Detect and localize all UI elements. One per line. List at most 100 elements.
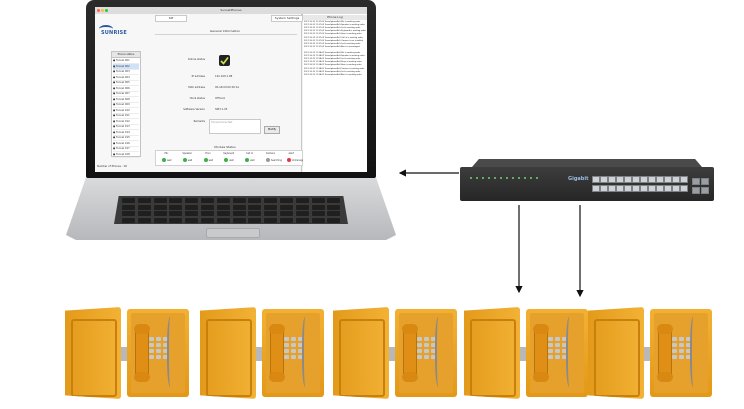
uplink-port[interactable] <box>692 187 700 194</box>
close-window-icon[interactable] <box>97 9 100 12</box>
phone-list-item[interactable]: ● Tunnel 014 <box>113 130 139 136</box>
keypad-key <box>417 337 422 341</box>
keypad-key <box>424 355 429 359</box>
ethernet-port[interactable] <box>656 176 664 183</box>
status-led-icon <box>524 177 526 179</box>
emergency-phone <box>464 301 592 401</box>
ethernet-port[interactable] <box>608 185 616 192</box>
status-dot-icon <box>286 158 291 162</box>
module-status-value: well <box>250 158 255 162</box>
uplink-port[interactable] <box>701 187 709 194</box>
ethernet-port[interactable] <box>648 176 656 183</box>
keypad-key <box>284 343 289 347</box>
keypad-key <box>686 337 691 341</box>
phone-list-item[interactable]: ● Tunnel 017 <box>113 146 139 153</box>
modify-button[interactable]: Modify <box>264 126 280 134</box>
phone-list-item[interactable]: ● Tunnel 015 <box>113 135 139 142</box>
module-status-name: Speaker <box>182 152 192 155</box>
ethernet-port[interactable] <box>640 185 648 192</box>
ethernet-port[interactable] <box>632 176 640 183</box>
status-dot-icon <box>224 158 229 162</box>
keyboard-key <box>264 204 278 210</box>
ethernet-port[interactable] <box>608 176 616 183</box>
phone-list-item[interactable]: ● Tunnel 007 <box>113 91 139 98</box>
phone-list-item[interactable]: ● Tunnel 008 <box>113 97 139 103</box>
status-dot-icon <box>162 158 166 162</box>
ethernet-port[interactable] <box>600 185 608 192</box>
uplink-port[interactable] <box>701 178 709 185</box>
phone-door <box>65 307 121 399</box>
ethernet-port[interactable] <box>656 185 664 192</box>
keypad-key <box>562 355 567 359</box>
keypad-key <box>417 343 422 347</box>
ethernet-port[interactable] <box>632 185 640 192</box>
phone-list-item[interactable]: ● Tunnel 018 <box>113 152 139 158</box>
window-title: SunsetPhones <box>220 8 242 12</box>
touchpad[interactable] <box>206 228 260 238</box>
ethernet-port[interactable] <box>680 176 688 183</box>
keyboard-key <box>169 204 183 210</box>
log-line: 2017-10-13 11:38:02 TunnelphoneNo2:Camer… <box>304 67 365 70</box>
keyboard-key <box>185 204 199 210</box>
phone-list-item[interactable]: ● Tunnel 006 <box>113 86 139 92</box>
ethernet-port[interactable] <box>648 185 656 192</box>
tab-sip[interactable]: SIP <box>155 15 187 22</box>
ethernet-port[interactable] <box>624 176 632 183</box>
switch-logo: Gigabit <box>568 176 589 182</box>
remarks-input[interactable]: Tunnel phone test <box>209 119 261 134</box>
keyboard-key <box>295 211 309 216</box>
ethernet-port[interactable] <box>624 185 632 192</box>
phone-list-item[interactable]: ● Tunnel 011 <box>113 113 139 120</box>
phone-list-item[interactable]: ● Tunnel 010 <box>113 108 139 114</box>
ethernet-port[interactable] <box>672 185 680 192</box>
ethernet-port[interactable] <box>664 176 672 183</box>
keypad-key <box>284 349 289 353</box>
keypad-key <box>562 343 567 347</box>
tab-system-settings[interactable]: System Settings <box>271 15 303 22</box>
keypad-key <box>431 349 436 353</box>
phone-door <box>200 307 256 399</box>
status-led-icon <box>536 177 538 179</box>
keyboard-key <box>248 204 262 210</box>
phone-list-item[interactable]: ● Tunnel 016 <box>113 141 139 147</box>
ethernet-port[interactable] <box>616 176 624 183</box>
phone-list-item[interactable]: ● Tunnel 005 <box>113 80 139 87</box>
phone-list-item[interactable]: ● Tunnel 012 <box>113 119 139 125</box>
phone-housing <box>526 309 588 397</box>
keyboard-key <box>280 217 293 223</box>
ethernet-port[interactable] <box>616 185 624 192</box>
ethernet-port[interactable] <box>664 185 672 192</box>
keypad-key <box>686 355 691 359</box>
maximize-window-icon[interactable] <box>105 9 108 12</box>
phone-list-item[interactable]: ● Tunnel 002 <box>113 63 139 70</box>
ethernet-port[interactable] <box>592 185 600 192</box>
ethernet-port[interactable] <box>672 176 680 183</box>
phone-list: Phone status ● Tunnel 001● Tunnel 002● T… <box>111 51 141 158</box>
ethernet-port[interactable] <box>640 176 648 183</box>
keypad-key <box>156 343 161 347</box>
minimize-window-icon[interactable] <box>101 9 104 12</box>
uplink-port[interactable] <box>692 178 700 185</box>
log-line: 2017-10-13 11:37:05 TunnelphoneNo1:Call … <box>304 36 363 39</box>
keypad <box>672 337 692 361</box>
keyboard-key <box>137 204 151 210</box>
keypad-key <box>424 343 429 347</box>
keypad-key <box>417 355 422 359</box>
ethernet-port[interactable] <box>592 176 600 183</box>
phone-list-item[interactable]: ● Tunnel 003 <box>113 69 139 76</box>
phone-list-item[interactable]: ● Tunnel 009 <box>113 102 139 109</box>
keyboard-key <box>232 198 246 203</box>
phone-door <box>333 307 389 399</box>
phone-list-item[interactable]: ● Tunnel 004 <box>113 75 139 81</box>
ethernet-port[interactable] <box>600 176 608 183</box>
section-divider <box>155 34 297 35</box>
keypad-key <box>149 349 154 353</box>
phone-list-header: Phone status <box>112 52 140 58</box>
keyboard-key <box>201 198 214 203</box>
keypad <box>149 337 169 361</box>
phone-list-item[interactable]: ● Tunnel 013 <box>113 124 139 131</box>
keyboard-key <box>232 204 246 210</box>
ethernet-port[interactable] <box>680 185 688 192</box>
